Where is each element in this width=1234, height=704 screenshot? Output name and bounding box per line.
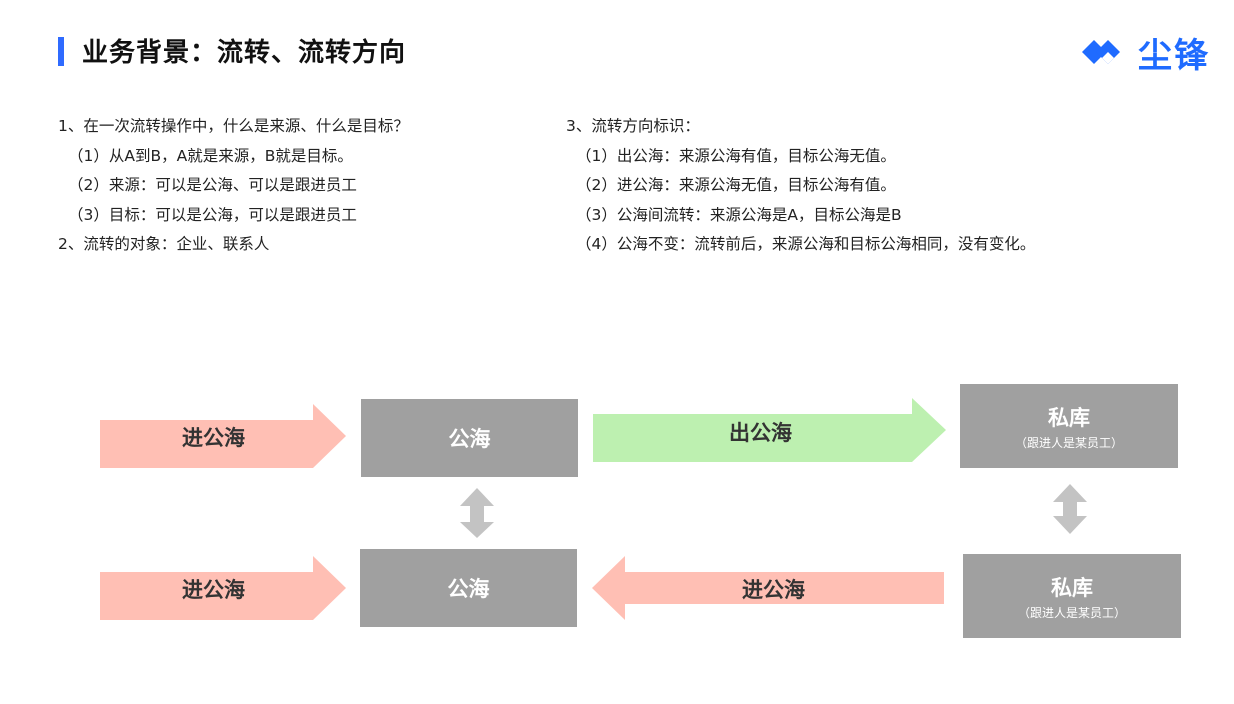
public-pool-box: 公海: [360, 549, 577, 627]
note-line: （2）来源：可以是公海、可以是跟进员工: [68, 176, 357, 194]
back-arrow-row2: [592, 556, 944, 620]
logo-text: 尘锋: [1138, 35, 1210, 76]
out-arrow-label: 出公海: [729, 421, 792, 445]
note-line: 1、在一次流转操作中，什么是来源、什么是目标？: [58, 117, 409, 135]
box-label: 公海: [448, 427, 491, 451]
box-label: 公海: [447, 577, 490, 601]
note-line: 2、流转的对象：企业、联系人: [58, 235, 270, 253]
box-sublabel: （跟进人是某员工）: [1017, 605, 1126, 620]
private-pool-box: 私库 （跟进人是某员工）: [963, 554, 1181, 638]
swap-arrow-left: [460, 488, 494, 538]
note-line: （1）出公海：来源公海有值，目标公海无值。: [576, 146, 896, 165]
note-line: （1）从A到B，A就是来源，B就是目标。: [68, 146, 353, 165]
in-arrow-row2: [100, 556, 346, 620]
in-arrow-label: 进公海: [182, 426, 245, 450]
private-pool-box: 私库 （跟进人是某员工）: [960, 384, 1178, 468]
note-line: （4）公海不变：流转前后，来源公海和目标公海相同，没有变化。: [576, 235, 1036, 253]
out-arrow-row1: [593, 398, 946, 462]
title-accent-bar: [58, 37, 64, 66]
in-arrow-row1: [100, 404, 346, 468]
brand-logo: 尘锋: [1080, 30, 1220, 76]
note-line: （3）公海间流转：来源公海是A，目标公海是B: [576, 205, 902, 224]
in-arrow-label: 进公海: [182, 578, 245, 602]
note-line: （2）进公海：来源公海无值，目标公海有值。: [576, 176, 896, 194]
page-title: 业务背景：流转、流转方向: [82, 38, 407, 68]
notes-right: 3、流转方向标识： （1）出公海：来源公海有值，目标公海无值。 （2）进公海：来…: [566, 112, 1035, 260]
logo-mark-icon: [1082, 40, 1120, 64]
swap-arrow-right: [1053, 484, 1087, 534]
box-sublabel: （跟进人是某员工）: [1014, 435, 1123, 450]
back-arrow-label: 进公海: [742, 578, 805, 602]
box-label: 私库: [1048, 405, 1090, 430]
box-label: 私库: [1051, 575, 1093, 600]
notes-left: 1、在一次流转操作中，什么是来源、什么是目标？ （1）从A到B，A就是来源，B就…: [58, 112, 409, 260]
note-line: 3、流转方向标识：: [566, 117, 700, 135]
public-pool-box: 公海: [361, 399, 578, 477]
note-line: （3）目标：可以是公海，可以是跟进员工: [68, 205, 357, 224]
